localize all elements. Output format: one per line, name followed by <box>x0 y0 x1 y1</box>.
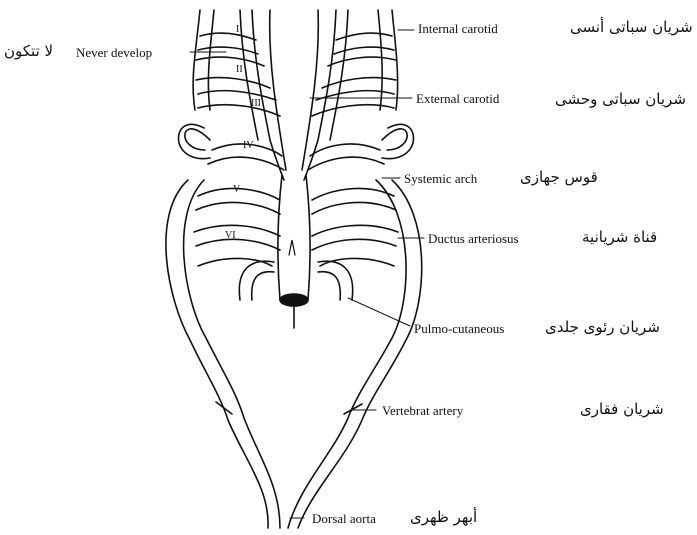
arch-numeral-5: V <box>233 184 240 195</box>
arches-left <box>178 33 284 300</box>
dorsal-aorta-ar: أبهر ظهرى <box>410 510 477 525</box>
internal-carotid-ar: شريان سباتى أنسى <box>570 20 693 35</box>
leader-lines <box>190 30 424 518</box>
dorsal-aorta-right <box>288 180 422 528</box>
pulmo-cutaneous-ar: شريان رئوى جلدى <box>545 320 660 335</box>
arch-numeral-6: VI <box>225 230 236 241</box>
ductus-arteriosus-ar: قناة شريانية <box>582 230 657 245</box>
systemic-arch-ar: قوس جهازى <box>520 170 598 185</box>
ductus-arteriosus-en: Ductus arteriosus <box>428 232 519 245</box>
never-develop-ar: لا تتكون <box>4 44 53 59</box>
vertebral-artery-ar: شريان فقارى <box>580 402 664 417</box>
vertebral-artery-en: Vertebrat artery <box>382 404 463 417</box>
arch-numeral-4: IV <box>243 140 254 151</box>
external-carotid-en: External carotid <box>416 92 499 105</box>
dorsal-aorta-en: Dorsal aorta <box>312 512 376 525</box>
never-develop-en: Never develop <box>76 46 152 59</box>
truncus-arteriosus <box>278 175 310 328</box>
arch-numeral-1: I <box>236 24 239 35</box>
vertebral-stub-left <box>216 402 232 414</box>
dorsal-aorta-left <box>166 180 280 528</box>
systemic-arch-en: Systemic arch <box>404 172 477 185</box>
internal-carotid-en: Internal carotid <box>418 22 498 35</box>
arch-numeral-2: II <box>236 64 243 75</box>
arch-numeral-3: III <box>251 98 261 109</box>
external-carotid-ar: شريان سباتى وحشى <box>555 92 686 107</box>
pulmo-cutaneous-en: Pulmo-cutaneous <box>414 322 504 335</box>
